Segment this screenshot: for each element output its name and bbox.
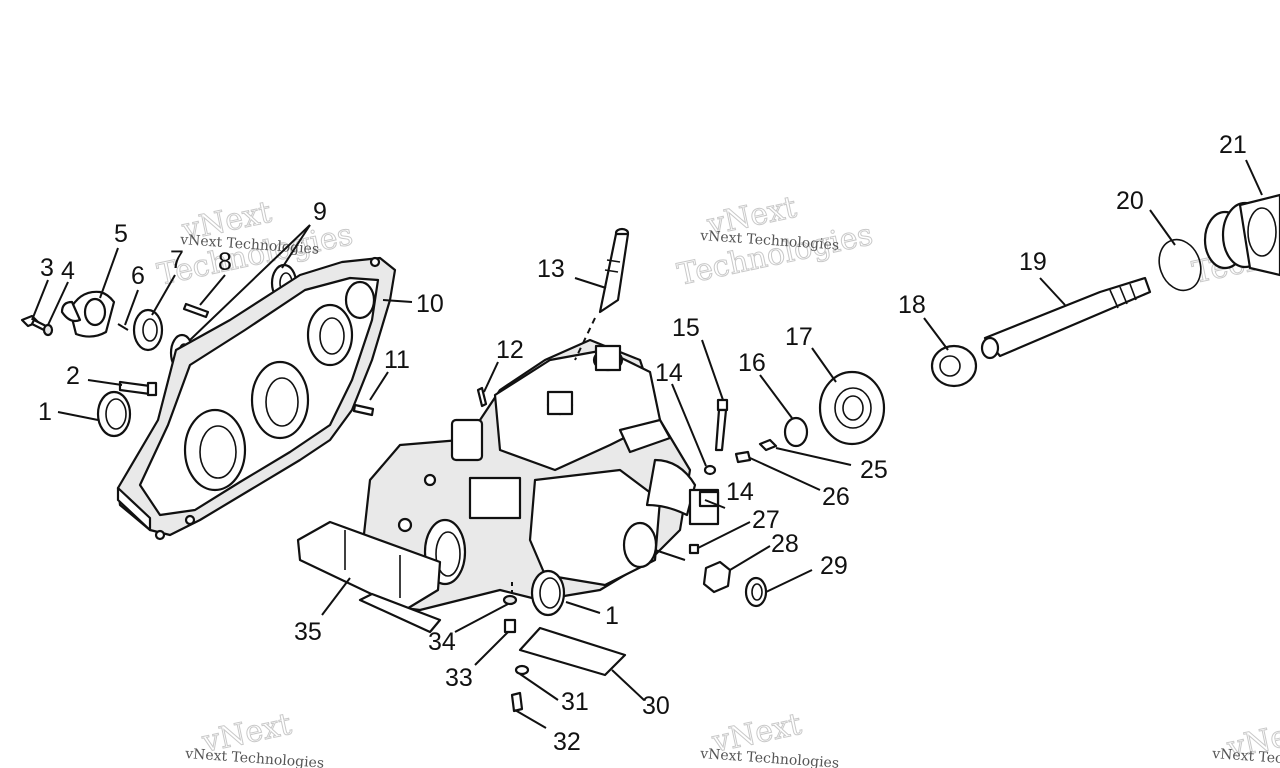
- part-27-nut: [688, 543, 700, 555]
- callout-19: 19: [1019, 248, 1047, 276]
- part-16-plug: [783, 416, 809, 448]
- callout-26: 26: [822, 483, 850, 511]
- part-13-bolt: [574, 227, 630, 361]
- part-6-pin: [117, 323, 129, 331]
- part-18-washer: [930, 344, 978, 388]
- part-17-bearing: [818, 370, 886, 446]
- callout-21: 21: [1219, 131, 1247, 159]
- callout-12: 12: [496, 336, 524, 364]
- callout-1-center: 1: [605, 602, 619, 630]
- part-1-seal-center: [530, 569, 566, 617]
- part-35-bracket: [296, 520, 442, 634]
- part-case-main: [358, 338, 720, 612]
- callout-2: 2: [66, 362, 80, 390]
- callout-8: 8: [218, 248, 232, 276]
- callout-34: 34: [428, 628, 456, 656]
- callout-13: 13: [537, 255, 565, 283]
- callout-20: 20: [1116, 187, 1144, 215]
- part-2-bolt: [118, 380, 158, 397]
- part-4-washer: [42, 323, 54, 337]
- callout-25: 25: [860, 456, 888, 484]
- part-10-case-cover: [116, 256, 397, 541]
- watermark-top-center: vNext Technologies vNext Technologies: [674, 189, 876, 293]
- callout-16: 16: [738, 349, 766, 377]
- callout-10: 10: [416, 290, 444, 318]
- callout-18: 18: [898, 291, 926, 319]
- callout-35: 35: [294, 618, 322, 646]
- part-30-plate: [518, 626, 627, 677]
- callout-14-lower: 14: [726, 478, 754, 506]
- part-21-gear-assembly: [1203, 193, 1280, 277]
- part-26-bolt: [734, 450, 752, 464]
- callout-11: 11: [384, 346, 410, 374]
- part-34-washer: [502, 594, 518, 606]
- callout-5: 5: [114, 220, 128, 248]
- part-32-drain-bolt: [510, 691, 524, 713]
- watermark-caption: vNext Technologies: [1211, 746, 1280, 768]
- callout-4: 4: [61, 257, 75, 285]
- part-14-nut-upper: [703, 464, 717, 476]
- part-31-washer: [514, 664, 530, 676]
- part-19-shaft: [980, 276, 1152, 360]
- part-5-cover: [60, 290, 116, 338]
- callout-6: 6: [131, 262, 145, 290]
- callout-15: 15: [672, 314, 700, 342]
- part-7-seal: [132, 308, 164, 352]
- watermark-bottom-left: vNext vNext Technologies: [184, 706, 325, 768]
- watermark-caption: vNext Technologies: [699, 746, 840, 768]
- part-25-bolt: [758, 438, 778, 452]
- callout-29: 29: [820, 552, 848, 580]
- callout-9: 9: [313, 198, 327, 226]
- callout-7: 7: [170, 246, 184, 274]
- callout-31: 31: [561, 688, 589, 716]
- callout-17: 17: [785, 323, 813, 351]
- part-33-plug: [503, 618, 517, 634]
- part-28-bushing: [702, 560, 732, 594]
- part-15-bolt: [714, 398, 729, 452]
- watermark-bottom-right: vNext vNext Technologies: [1211, 712, 1280, 768]
- part-3-bolt: [20, 314, 48, 332]
- callout-1: 1: [38, 398, 52, 426]
- callout-3: 3: [40, 254, 54, 282]
- callout-32: 32: [553, 728, 581, 756]
- part-11-dowel: [352, 403, 375, 417]
- watermark-bottom-center: vNext vNext Technologies: [699, 706, 840, 768]
- callout-14-upper: 14: [655, 359, 683, 387]
- callout-30: 30: [642, 692, 670, 720]
- part-12-pin: [476, 386, 488, 408]
- part-1-seal-left: [96, 390, 132, 438]
- callout-33: 33: [445, 664, 473, 692]
- callout-28: 28: [771, 530, 799, 558]
- leader-lines: [31, 159, 1263, 729]
- part-29-washer: [744, 576, 768, 608]
- part-8-pin: [182, 302, 210, 319]
- callout-27: 27: [752, 506, 780, 534]
